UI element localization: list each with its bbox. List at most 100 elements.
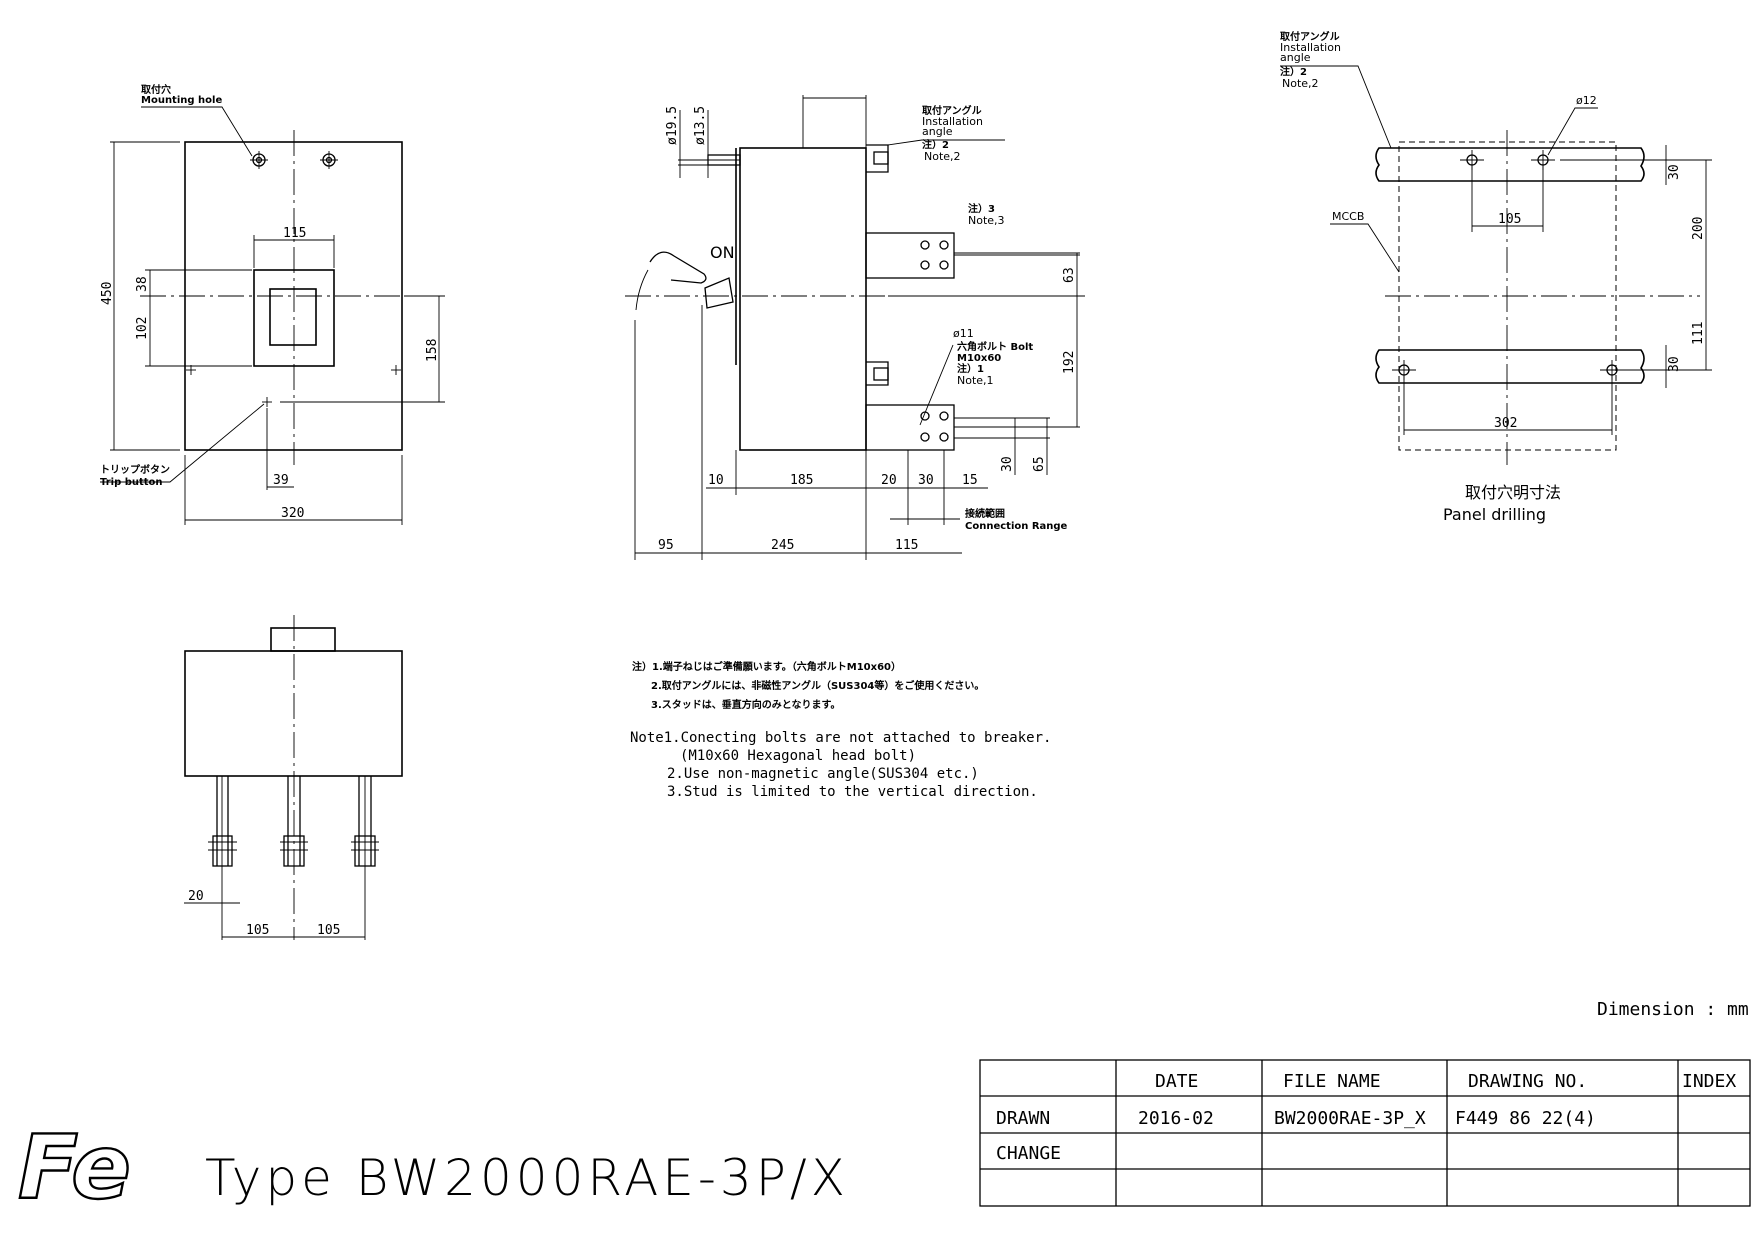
dim-20: 20 — [881, 473, 897, 488]
note-en-2: (M10x60 Hexagonal head bolt) — [680, 748, 916, 764]
connection-range-en: Connection Range — [965, 521, 1068, 532]
upper-terminal — [865, 232, 955, 279]
bottom-view: 20 105 105 — [184, 615, 403, 940]
handle-window — [253, 269, 335, 367]
dim-30-top: 30 — [1667, 164, 1682, 180]
dim-200: 200 — [1691, 217, 1706, 240]
mounting-hole-1 — [250, 151, 268, 169]
panel-inst-angle-en2: angle — [1280, 51, 1311, 64]
dim-115: 115 — [283, 226, 306, 241]
stud-right — [351, 776, 379, 940]
dim-105-panel: 105 — [1498, 212, 1521, 227]
dim-320: 320 — [281, 506, 304, 521]
lower-terminal — [865, 404, 955, 451]
panel-note2-en: Note,2 — [1282, 77, 1319, 90]
dim-10: 10 — [708, 473, 724, 488]
breaker-body-front — [184, 141, 403, 451]
mounting-hole-label-jp: 取付穴 — [141, 83, 171, 96]
side-note3-en: Note,3 — [968, 214, 1005, 227]
stud-left — [208, 776, 237, 900]
side-inst-angle-en1: Installation — [922, 115, 983, 128]
title-block: DATE FILE NAME DRAWING NO. INDEX DRAWN 2… — [979, 1059, 1751, 1207]
dim-dia-13-5: ø13.5 — [693, 106, 708, 145]
dim-105-bottom-a: 105 — [246, 923, 269, 938]
breaker-body-side — [739, 147, 867, 451]
dim-30-vertical: 30 — [1000, 456, 1015, 472]
row-change-label: CHANGE — [996, 1143, 1061, 1164]
side-view: ON ø19.5 ø13.5 取付アングル — [625, 95, 1085, 560]
side-note2-jp: 注）2 — [922, 138, 949, 151]
bolt-label-jp: 六角ボルト Bolt — [957, 340, 1033, 353]
trip-button-label-en: Trip button — [100, 477, 163, 488]
bottom-angle-bar — [1375, 349, 1645, 384]
note-en-3: 2.Use non-magnetic angle(SUS304 etc.) — [667, 766, 979, 782]
breaker-body-bottom — [184, 650, 403, 777]
dim-95: 95 — [658, 538, 674, 553]
dim-192: 192 — [1062, 351, 1077, 374]
panel-inst-angle-jp: 取付アングル — [1280, 30, 1340, 43]
note-jp-1: 注）1.端子ねじはご準備願います。（六角ボルトM10x60） — [632, 660, 901, 673]
header-file-name: FILE NAME — [1283, 1071, 1381, 1092]
mounting-hole-label-en: Mounting hole — [141, 95, 222, 106]
dim-158: 158 — [425, 339, 440, 362]
dim-185: 185 — [790, 473, 813, 488]
trip-button-label-jp: トリップボタン — [100, 463, 170, 476]
dim-245: 245 — [771, 538, 794, 553]
row-drawn-label: DRAWN — [996, 1108, 1050, 1129]
dim-111: 111 — [1691, 322, 1706, 345]
dim-105-bottom-b: 105 — [317, 923, 340, 938]
drawing-title: Type BW2000RAE-3P/X — [205, 1149, 849, 1207]
panel-caption-en: Panel drilling — [1443, 505, 1546, 524]
dim-15: 15 — [962, 473, 978, 488]
bolt-size: M10x60 — [957, 353, 1001, 364]
note-jp-3: 3.スタッドは、垂直方向のみとなります。 — [651, 698, 840, 711]
side-note2-en: Note,2 — [924, 150, 961, 163]
dim-102: 102 — [135, 317, 150, 340]
header-index: INDEX — [1682, 1071, 1736, 1092]
notes-block: 注）1.端子ねじはご準備願います。（六角ボルトM10x60） 2.取付アングルに… — [630, 660, 1051, 800]
marker-cross-right — [391, 365, 401, 375]
dim-38: 38 — [135, 276, 150, 292]
side-inst-angle-jp: 取付アングル — [922, 104, 982, 117]
panel-caption-jp: 取付穴明寸法 — [1465, 483, 1561, 502]
side-note3-jp: 注）3 — [968, 202, 995, 215]
dim-30: 30 — [918, 473, 934, 488]
side-note1-jp: 注）1 — [957, 362, 984, 375]
note-jp-2: 2.取付アングルには、非磁性アングル（SUS304等）をご使用ください。 — [651, 679, 984, 692]
side-inst-angle-en2: angle — [922, 125, 953, 138]
row-drawn-date: 2016-02 — [1138, 1108, 1214, 1129]
header-drawing-no: DRAWING NO. — [1468, 1071, 1587, 1092]
dim-20-bottom: 20 — [188, 889, 204, 904]
terminal-bolts-upper — [920, 240, 949, 270]
panel-inst-angle-en1: Installation — [1280, 41, 1341, 54]
dim-dia-12: ø12 — [1576, 94, 1597, 107]
marker-cross-left — [186, 365, 196, 375]
mounting-hole-2 — [320, 151, 338, 169]
dim-30-bottom: 30 — [1667, 356, 1682, 372]
panel-note2-jp: 注）2 — [1280, 65, 1307, 78]
row-drawn-drawing-no: F449 86 22(4) — [1455, 1108, 1596, 1129]
dim-65: 65 — [1032, 456, 1047, 472]
terminal-bolts-lower — [920, 411, 949, 442]
svg-text:Fe: Fe — [18, 1116, 131, 1219]
note-en-4: 3.Stud is limited to the vertical direct… — [667, 784, 1038, 800]
trip-button-mark — [262, 397, 272, 407]
fe-logo: Fe — [17, 1115, 132, 1220]
note-en-1: Note1.Conecting bolts are not attached t… — [630, 730, 1051, 746]
dimension-unit: Dimension : mm — [1597, 999, 1749, 1020]
dim-115-side: 115 — [895, 538, 918, 553]
dim-450: 450 — [100, 282, 115, 305]
dim-dia-19-5: ø19.5 — [665, 106, 680, 145]
dim-63: 63 — [1062, 267, 1077, 283]
row-drawn-file: BW2000RAE-3P_X — [1274, 1108, 1426, 1129]
top-angle-bar — [1375, 147, 1645, 182]
panel-drilling-view: 取付アングル Installation angle 注）2 Note,2 ø12… — [1280, 30, 1712, 524]
dim-302: 302 — [1494, 416, 1517, 431]
side-note1-en: Note,1 — [957, 374, 994, 387]
on-label: ON — [710, 243, 735, 262]
connection-range-jp: 接続範囲 — [965, 507, 1005, 520]
mccb-label: MCCB — [1332, 210, 1364, 223]
stud-center — [280, 776, 308, 867]
dim-dia-11: ø11 — [953, 327, 974, 340]
